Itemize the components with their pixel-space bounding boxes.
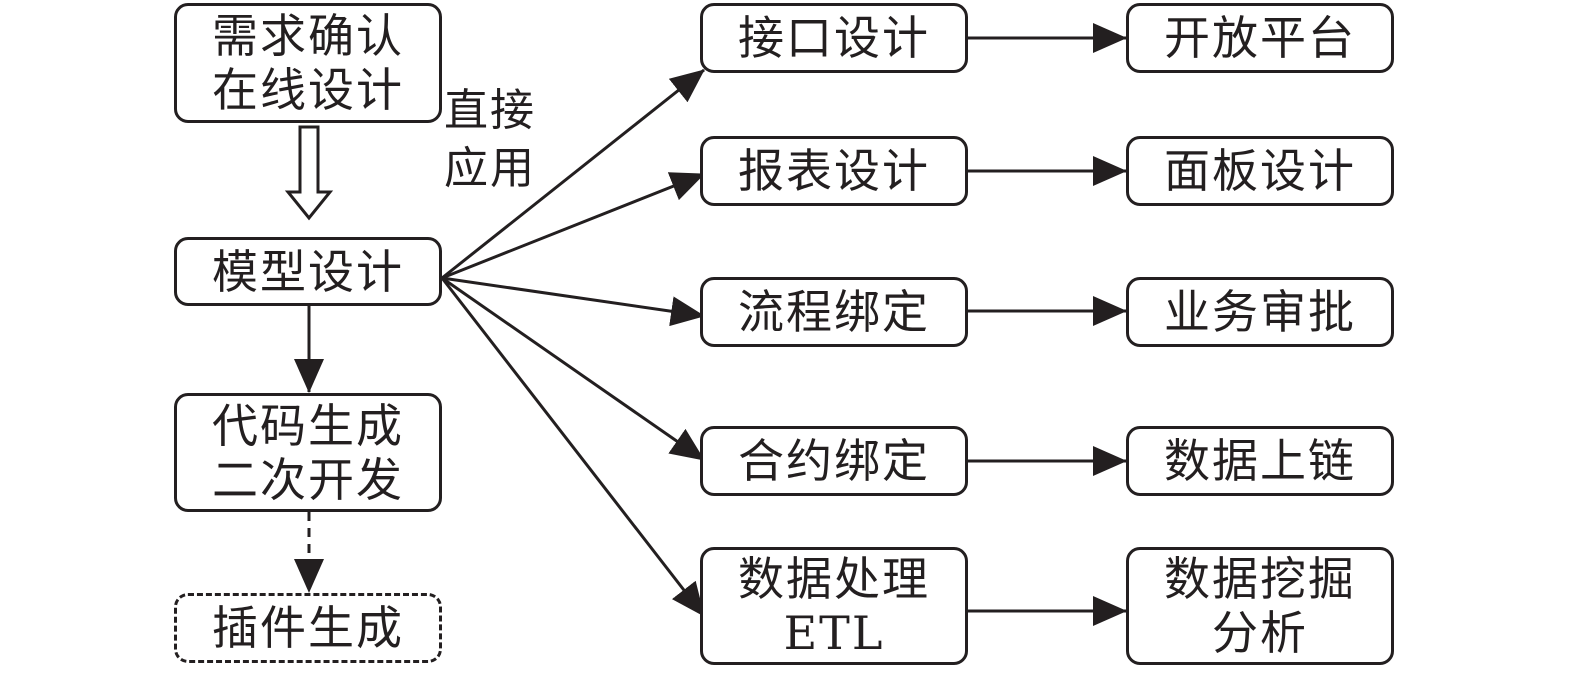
right-box-label: 业务审批 bbox=[1164, 285, 1356, 339]
right-box-mining: 数据挖掘 分析 bbox=[1126, 547, 1394, 665]
middle-box-label: 接口设计 bbox=[738, 11, 930, 65]
right-box-label: 数据上链 bbox=[1164, 434, 1356, 488]
middle-box-report: 报表设计 bbox=[700, 136, 968, 206]
codegen-box-line2: 二次开发 bbox=[212, 452, 404, 507]
arrow-model-to-process bbox=[441, 276, 705, 327]
model-design-box-label: 模型设计 bbox=[212, 244, 404, 299]
direct-apply-label-line1: 直接 bbox=[444, 85, 536, 136]
middle-box-label: 流程绑定 bbox=[738, 285, 930, 339]
right-box-sublabel: 分析 bbox=[1212, 606, 1308, 660]
middle-box-process: 流程绑定 bbox=[700, 277, 968, 347]
right-box-panel: 面板设计 bbox=[1126, 136, 1394, 206]
plugin-box: 插件生成 bbox=[174, 593, 442, 663]
requirements-box-line1: 需求确认 bbox=[212, 9, 404, 63]
hollow-down-arrow bbox=[284, 125, 334, 221]
requirements-box: 需求确认 在线设计 bbox=[174, 3, 442, 123]
right-box-approval: 业务审批 bbox=[1126, 277, 1394, 347]
plugin-box-label: 插件生成 bbox=[212, 601, 404, 655]
model-design-box: 模型设计 bbox=[174, 237, 442, 306]
arrow-model-to-etl bbox=[440, 277, 706, 617]
arrow-model-to-contract bbox=[441, 276, 705, 462]
arrow-model-to-report bbox=[441, 172, 705, 280]
middle-box-sublabel: ETL bbox=[783, 606, 885, 660]
right-box-label: 数据挖掘 bbox=[1164, 552, 1356, 606]
right-box-open-platform: 开放平台 bbox=[1126, 3, 1394, 73]
direct-apply-label-line2: 应用 bbox=[444, 143, 536, 194]
direct-apply-label: 直接 应用 bbox=[444, 82, 536, 198]
requirements-box-line2: 在线设计 bbox=[212, 63, 404, 117]
arrow-model-to-interface bbox=[441, 68, 705, 280]
middle-box-label: 数据处理 bbox=[738, 552, 930, 606]
middle-box-label: 报表设计 bbox=[738, 144, 930, 198]
right-box-chain: 数据上链 bbox=[1126, 426, 1394, 496]
middle-box-label: 合约绑定 bbox=[738, 434, 930, 488]
middle-box-interface: 接口设计 bbox=[700, 3, 968, 73]
middle-box-etl: 数据处理 ETL bbox=[700, 547, 968, 665]
codegen-box: 代码生成 二次开发 bbox=[174, 393, 442, 512]
right-box-label: 面板设计 bbox=[1164, 144, 1356, 198]
right-box-label: 开放平台 bbox=[1164, 11, 1356, 65]
middle-box-contract: 合约绑定 bbox=[700, 426, 968, 496]
codegen-box-line1: 代码生成 bbox=[212, 398, 404, 453]
